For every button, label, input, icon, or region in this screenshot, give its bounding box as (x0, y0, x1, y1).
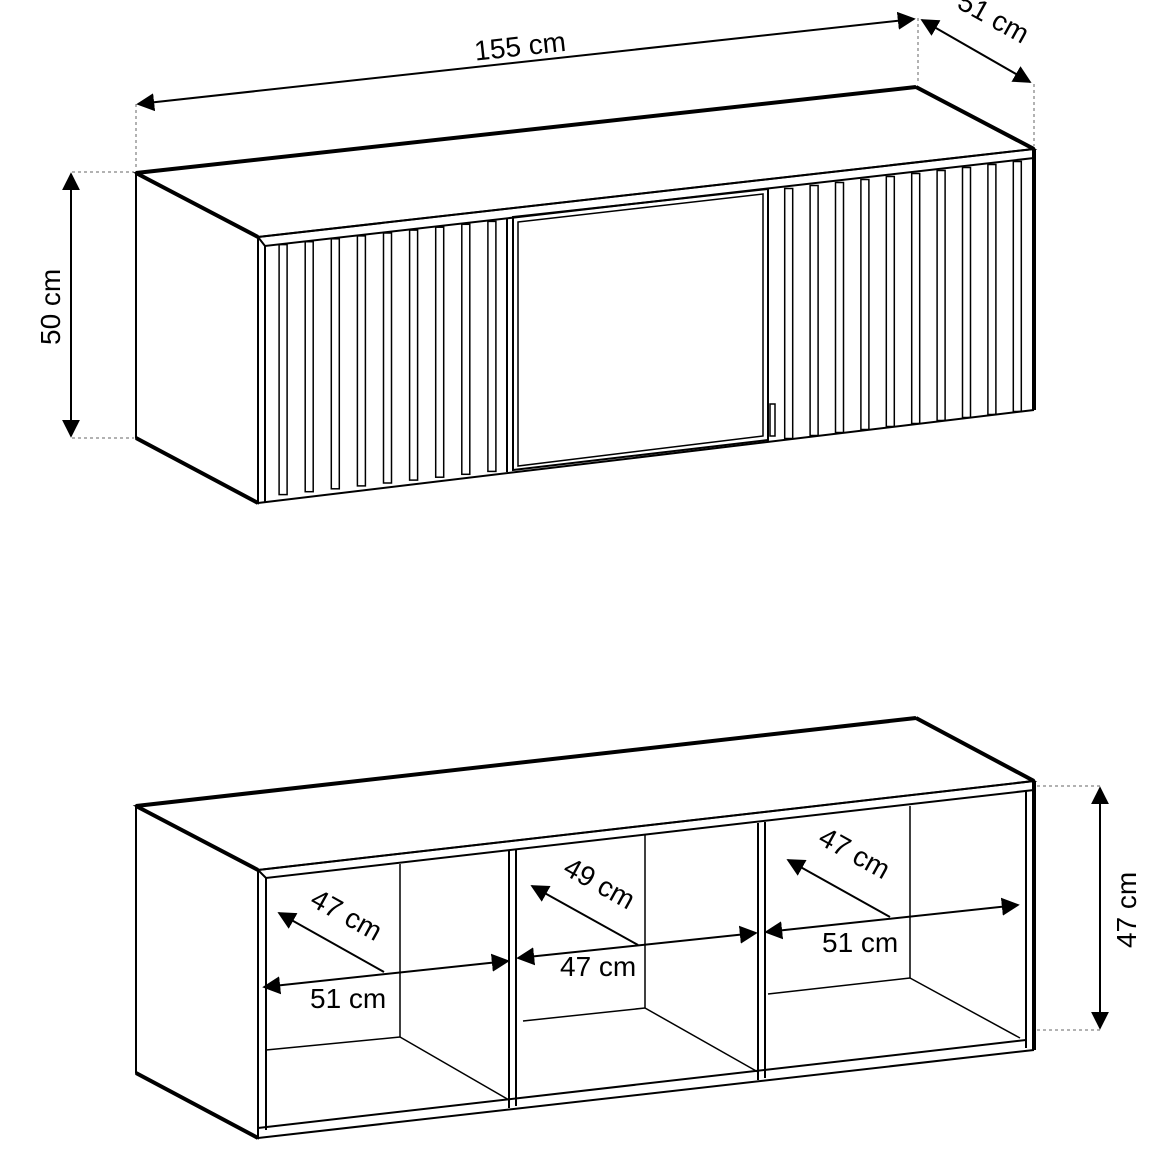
door-flute (809, 184, 819, 437)
open-front-frame-top (255, 779, 1035, 880)
door-flute (936, 169, 946, 422)
open-cabinet-top-panel (132, 716, 1038, 872)
right-door-fluting (783, 160, 1023, 440)
door-flute (408, 229, 419, 481)
door-flute (860, 178, 870, 431)
door-flute (330, 238, 341, 490)
door-flute (961, 166, 972, 419)
left-width-label: 51 cm (310, 983, 386, 1014)
left-depth-arrow (277, 912, 385, 973)
left-width-arrow (262, 953, 510, 995)
door-flute (487, 220, 497, 473)
door-flute (434, 226, 445, 478)
height-label: 50 cm (35, 269, 66, 345)
middle-depth-label: 49 cm (559, 851, 641, 915)
open-cabinet-left-side (135, 804, 259, 1140)
door-flute (304, 240, 314, 493)
left-door-fluting (278, 220, 497, 496)
right-width-label: 51 cm (822, 927, 898, 958)
middle-width-label: 47 cm (560, 951, 636, 982)
door-flute (1012, 160, 1023, 413)
width-dimension-arrow (136, 11, 916, 112)
cabinet-left-side (135, 171, 259, 505)
door-flute (783, 187, 794, 440)
depth-dimension-arrow (920, 19, 1032, 83)
door-flute (278, 243, 288, 496)
open-height-label: 47 cm (1111, 872, 1142, 948)
right-depth-label: 47 cm (814, 821, 896, 885)
front-frame-top (256, 147, 1035, 248)
door-flute (885, 175, 896, 428)
right-width-arrow (764, 897, 1020, 940)
door-flute (461, 223, 471, 476)
door-flute (987, 163, 997, 416)
door-flute (910, 172, 921, 425)
door-flute (382, 232, 393, 484)
door-flute (356, 235, 367, 487)
middle-flat-door (512, 187, 769, 472)
door-handle (769, 403, 776, 437)
open-cabinet-drawing: 47 cm 51 cm 49 cm 47 cm 47 cm 51 cm 47 c… (132, 716, 1142, 1140)
door-flute (834, 181, 845, 434)
left-depth-label: 47 cm (306, 883, 388, 947)
right-depth-arrow (786, 859, 891, 918)
closed-cabinet-drawing: 155 cm 51 cm 50 cm (35, 0, 1038, 505)
depth-label: 51 cm (953, 0, 1035, 49)
middle-depth-arrow (530, 885, 639, 946)
width-label: 155 cm (473, 26, 568, 67)
